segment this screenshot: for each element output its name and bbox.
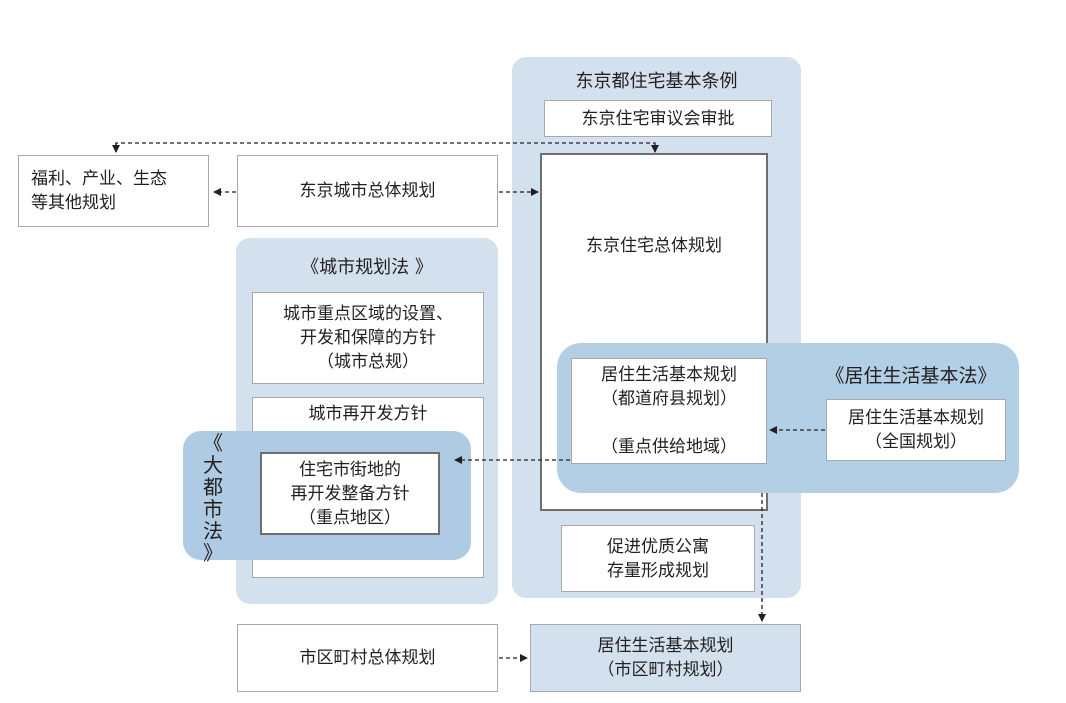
municipal-master-box: 市区町村总体规划 — [237, 624, 498, 692]
tokyo-master-plan-box: 东京城市总体规划 — [237, 155, 498, 227]
housing-council-box: 东京住宅审议会审批 — [544, 100, 772, 137]
connector-top-loop — [115, 142, 659, 153]
priority-areas-box: 城市重点区域的设置、 开发和保障的方针 （城市总规） — [252, 292, 484, 384]
residential-street-box: 住宅市街地的 再开发整备方针 （重点地区） — [260, 452, 440, 535]
tokyo-housing-master-label: 东京住宅总体规划 — [586, 236, 722, 256]
prefectural-plan-box: 居住生活基本规划 （都道府县规划） （重点供给地域） — [571, 358, 767, 464]
metropolis-law-label: 《 大 都 市 法 》 — [203, 431, 223, 565]
national-plan-box: 居住生活基本规划 （全国规划） — [826, 399, 1006, 461]
tokyo-housing-ordinance-label: 东京都住宅基本条例 — [575, 71, 738, 92]
apartment-plan-box: 促进优质公寓 存量形成规划 — [561, 525, 755, 592]
redevelopment-policy-label: 城市再开发方针 — [308, 404, 428, 424]
residential-life-law-label: 《居住生活基本法》 — [825, 365, 997, 387]
city-planning-law-label: 《城市规划法 》 — [301, 257, 433, 278]
municipal-plan-box: 居住生活基本规划 （市区町村规划） — [530, 624, 801, 692]
welfare-box: 福利、产业、生态 等其他规划 — [18, 155, 209, 227]
